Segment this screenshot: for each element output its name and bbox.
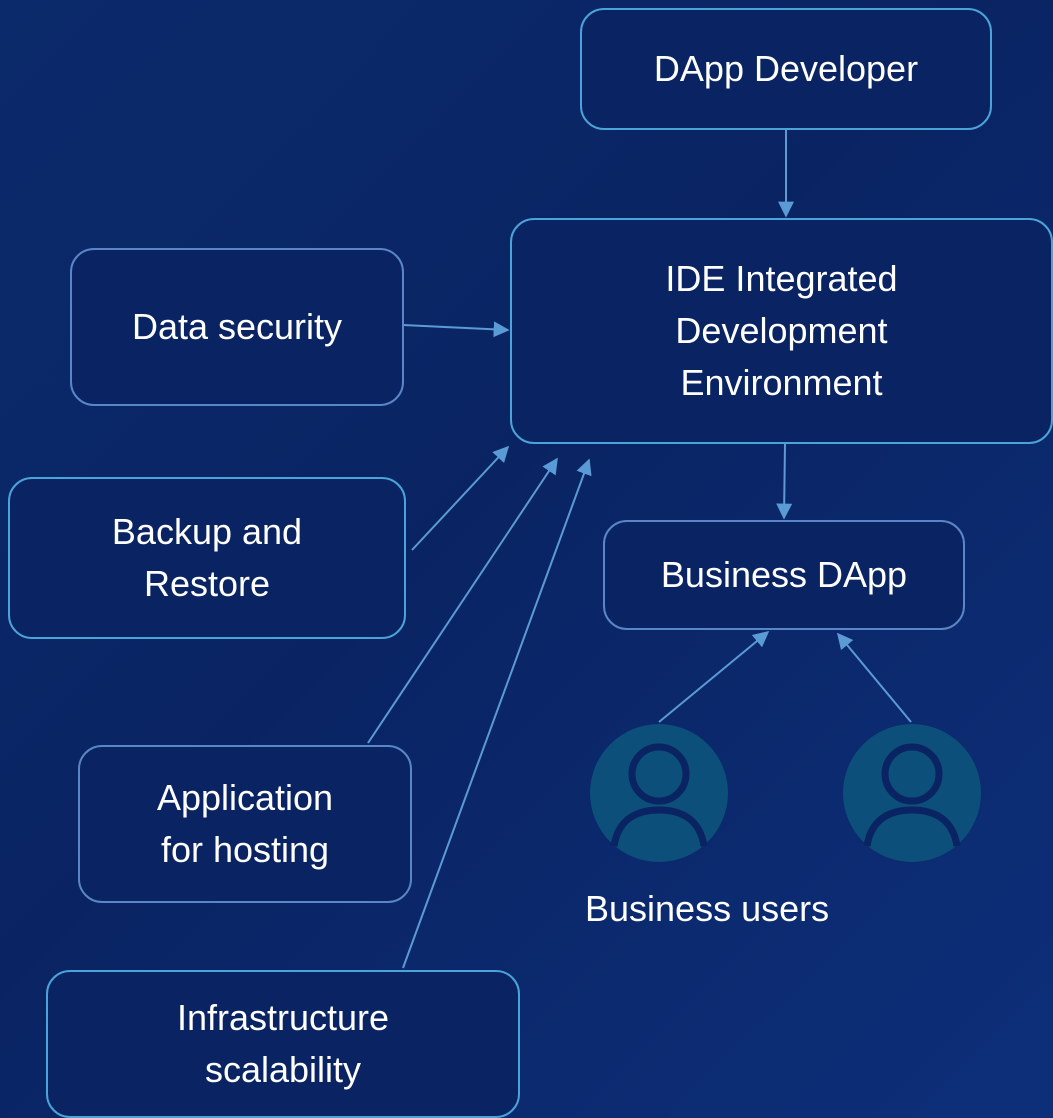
ide-label: IDE Integrated Development Environment <box>665 257 898 404</box>
arrow-hosting-to-ide <box>367 457 558 744</box>
business-users-caption: Business users <box>585 888 830 929</box>
app-hosting-box: Application for hosting <box>78 745 412 903</box>
arrow-ide-to-business-dapp <box>776 443 793 520</box>
backup-restore-box: Backup and Restore <box>8 477 406 639</box>
arrow-scalability-to-ide <box>402 458 592 969</box>
app-hosting-label: Application for hosting <box>156 776 334 870</box>
business-dapp-box: Business DApp <box>603 520 965 630</box>
user-icon <box>843 724 981 862</box>
data-security-box: Data security <box>70 248 404 406</box>
arrow-user1-to-business-dapp <box>658 630 770 723</box>
user-icon <box>590 724 728 862</box>
infra-scalability-box: Infrastructure scalability <box>46 970 520 1118</box>
business-dapp-label: Business DApp <box>660 553 908 595</box>
dapp-developer-box: DApp Developer <box>580 8 992 130</box>
dapp-developer-label: DApp Developer <box>653 47 919 89</box>
ide-box: IDE Integrated Development Environment <box>510 218 1053 444</box>
infra-scalability-label: Infrastructure scalability <box>176 996 390 1090</box>
backup-restore-label: Backup and Restore <box>111 510 303 604</box>
arrow-user2-to-business-dapp <box>836 632 912 723</box>
arrow-datasecurity-to-ide <box>402 321 510 338</box>
data-security-label: Data security <box>131 305 343 347</box>
arrow-backup-to-ide <box>411 445 510 551</box>
